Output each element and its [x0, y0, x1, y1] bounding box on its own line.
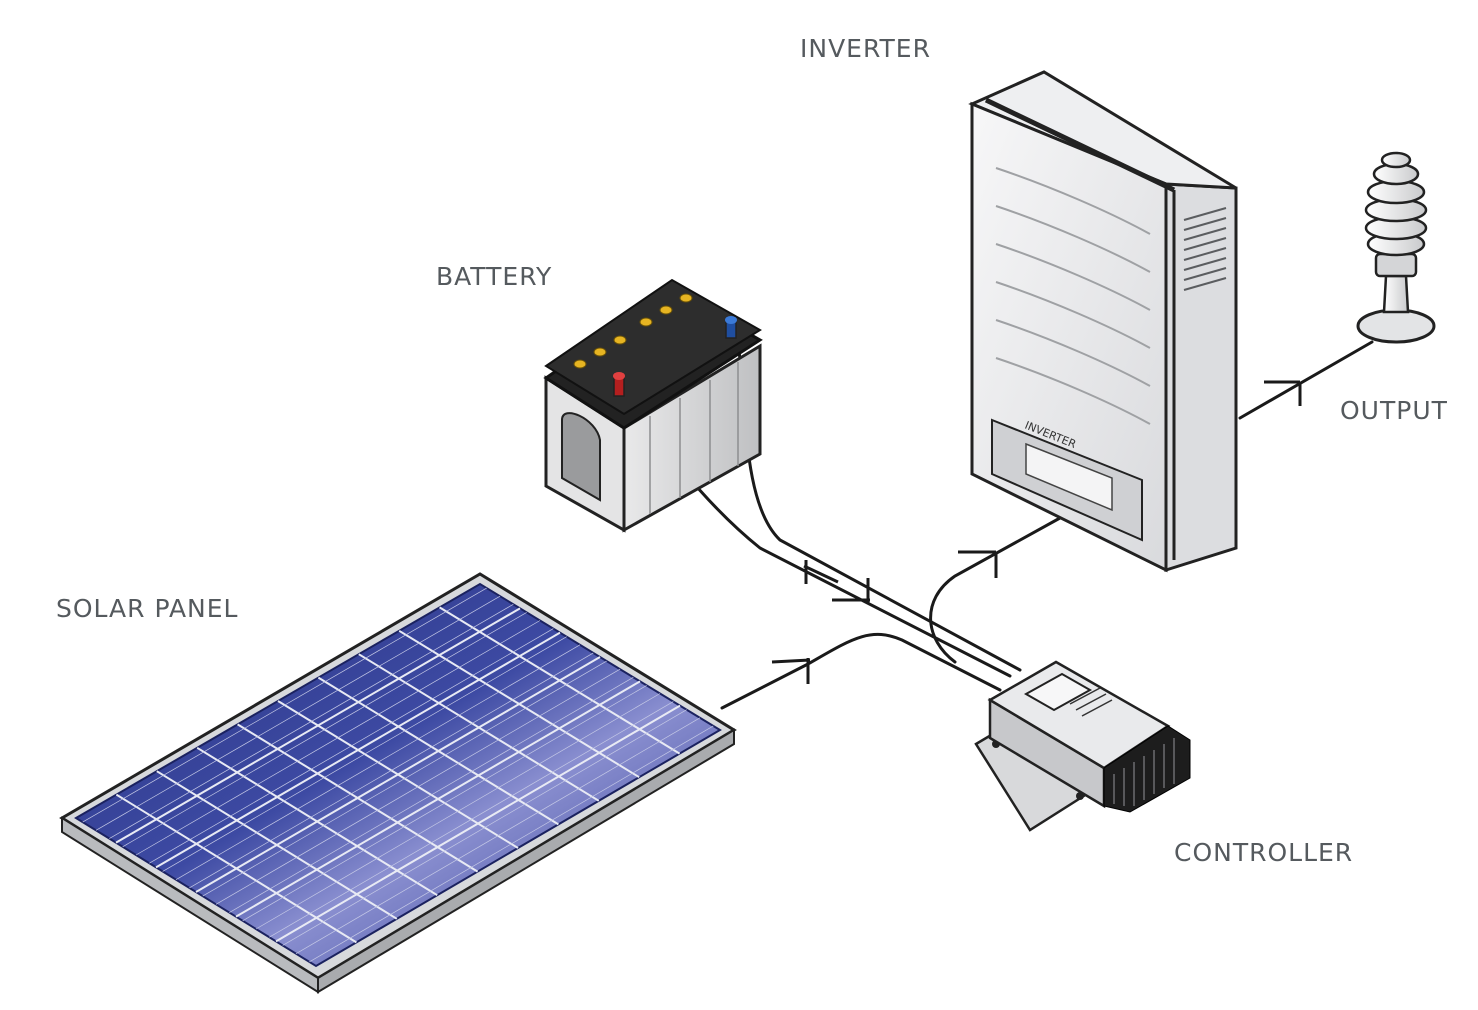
battery-terminal-positive — [613, 372, 625, 396]
label-controller: CONTROLLER — [1174, 838, 1353, 867]
label-solar-panel: SOLAR PANEL — [56, 594, 238, 623]
battery-terminal-negative — [725, 316, 737, 338]
label-inverter: INVERTER — [800, 34, 931, 63]
output-bulb — [1358, 153, 1434, 342]
solar-panel — [62, 574, 734, 992]
battery — [546, 280, 760, 530]
wire-panel-to-controller — [722, 634, 1000, 708]
wire-controller-to-inverter — [931, 518, 1060, 662]
label-output: OUTPUT — [1340, 396, 1448, 425]
label-battery: BATTERY — [436, 262, 552, 291]
inverter — [972, 72, 1236, 570]
charge-controller — [976, 662, 1190, 830]
